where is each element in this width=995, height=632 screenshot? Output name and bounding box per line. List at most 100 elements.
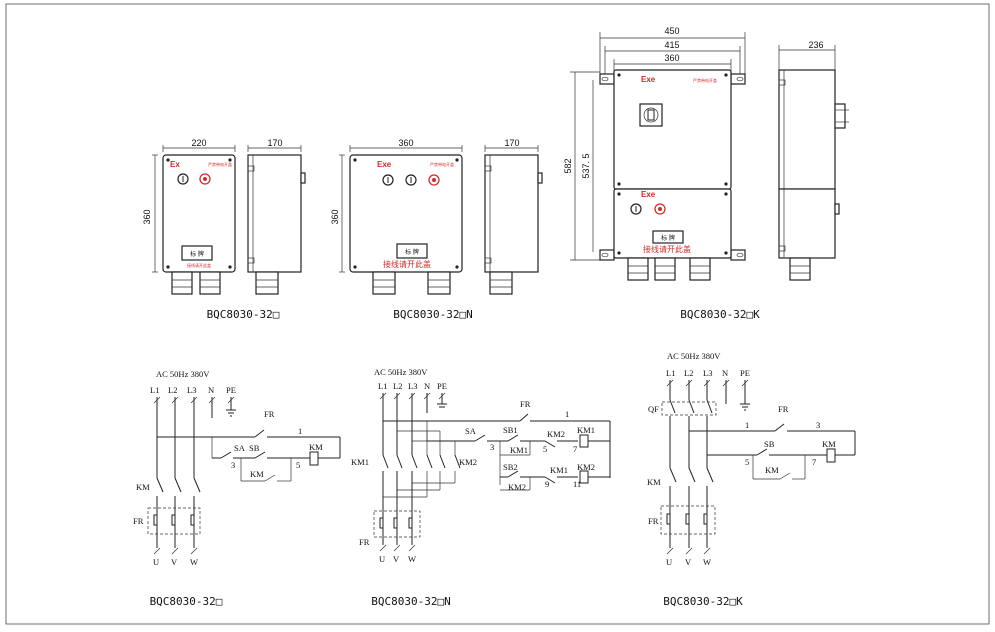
svg-text:170: 170 xyxy=(267,138,282,148)
model-label-n: BQC8030-32□N xyxy=(393,308,472,321)
svg-text:537. 5: 537. 5 xyxy=(581,153,591,178)
svg-text:5: 5 xyxy=(543,444,547,454)
svg-text:KM2: KM2 xyxy=(459,457,477,467)
breaker-handle-icon xyxy=(639,103,663,127)
svg-text:415: 415 xyxy=(664,40,679,50)
svg-text:1: 1 xyxy=(565,409,569,419)
svg-text:QF: QF xyxy=(648,404,659,414)
model-label-basic: BQC8030-32□ xyxy=(207,308,280,321)
circuit-label-basic: BQC8030-32□ xyxy=(150,595,223,608)
svg-text:标 牌: 标 牌 xyxy=(190,250,204,258)
dim-height-360: 360 xyxy=(142,209,152,224)
svg-text:接线请开此盖: 接线请开此盖 xyxy=(383,259,431,269)
svg-text:W: W xyxy=(408,554,416,564)
enclosure-basic-side: 170 xyxy=(247,138,306,295)
svg-text:V: V xyxy=(393,554,400,564)
svg-text:SB: SB xyxy=(764,439,775,449)
svg-text:SB: SB xyxy=(249,443,260,453)
svg-text:360: 360 xyxy=(664,53,679,63)
svg-text:严禁带电开盖: 严禁带电开盖 xyxy=(430,161,454,167)
svg-text:KM1: KM1 xyxy=(510,445,528,455)
svg-text:严禁带电开盖: 严禁带电开盖 xyxy=(208,161,232,167)
svg-text:U: U xyxy=(379,554,385,564)
svg-text:1: 1 xyxy=(745,420,749,430)
circuit-label-n: BQC8030-32□N xyxy=(371,595,450,608)
svg-text:KM: KM xyxy=(647,477,661,487)
circuit-k: AC 50Hz 380V L1 L2 L3 N PE QF FR 1 3 SB … xyxy=(647,351,856,567)
nameplate xyxy=(181,245,213,261)
svg-text:FR: FR xyxy=(648,516,659,526)
svg-text:7: 7 xyxy=(573,444,577,454)
svg-text:KM: KM xyxy=(822,439,836,449)
svg-text:KM2: KM2 xyxy=(508,482,526,492)
svg-text:FR: FR xyxy=(264,409,275,419)
svg-text:Exe: Exe xyxy=(377,160,392,169)
svg-text:3: 3 xyxy=(490,442,494,452)
model-label-k: BQC8030-32□K xyxy=(680,308,760,321)
svg-text:U: U xyxy=(666,557,672,567)
enclosure-n-front: 360 360 Exe 严禁带电开盖 标 牌 接线请开此盖 xyxy=(330,138,463,295)
nameplate xyxy=(652,230,684,244)
svg-text:标 牌: 标 牌 xyxy=(405,248,419,256)
svg-text:SB2: SB2 xyxy=(503,462,518,472)
svg-text:KM2: KM2 xyxy=(577,462,595,472)
svg-text:L3: L3 xyxy=(408,381,417,391)
cable-gland xyxy=(199,271,221,295)
svg-text:9: 9 xyxy=(545,479,549,489)
svg-text:236: 236 xyxy=(808,40,823,50)
enclosure-k-side: 236 xyxy=(778,40,849,281)
sheet-border xyxy=(5,3,990,625)
svg-text:N: N xyxy=(722,368,728,378)
svg-text:PE: PE xyxy=(740,368,750,378)
circuit-label-k: BQC8030-32□K xyxy=(663,595,743,608)
enclosure-n-side: 170 xyxy=(484,138,543,295)
svg-text:FR: FR xyxy=(359,537,370,547)
svg-text:3: 3 xyxy=(231,460,235,470)
svg-text:V: V xyxy=(685,557,692,567)
svg-text:SA: SA xyxy=(234,443,246,453)
svg-text:V: V xyxy=(171,557,178,567)
svg-text:L1: L1 xyxy=(666,368,675,378)
svg-text:5: 5 xyxy=(296,460,300,470)
svg-text:Exe: Exe xyxy=(641,75,656,84)
svg-text:Exe: Exe xyxy=(641,190,656,199)
svg-text:SA: SA xyxy=(465,426,477,436)
enclosure-basic-front: 220 360 Ex 严禁带电开盖 标 牌 接线请开此盖 xyxy=(142,138,236,295)
svg-text:N: N xyxy=(208,385,214,395)
svg-text:PE: PE xyxy=(437,381,447,391)
svg-text:KM: KM xyxy=(250,469,264,479)
svg-text:450: 450 xyxy=(664,26,679,36)
svg-text:SB1: SB1 xyxy=(503,425,518,435)
circuit-n: AC 50Hz 380V L1 L2 L3 N PE FR 1 SA 3 SB1… xyxy=(351,367,611,564)
svg-text:KM: KM xyxy=(309,442,323,452)
dim-width-220: 220 xyxy=(191,138,206,148)
svg-text:360: 360 xyxy=(398,138,413,148)
svg-text:L2: L2 xyxy=(168,385,177,395)
svg-text:L3: L3 xyxy=(703,368,712,378)
svg-text:N: N xyxy=(424,381,430,391)
svg-text:5: 5 xyxy=(745,457,749,467)
svg-text:接线请开此盖: 接线请开此盖 xyxy=(643,244,691,254)
svg-text:KM2: KM2 xyxy=(547,429,565,439)
svg-text:L2: L2 xyxy=(393,381,402,391)
svg-text:KM1: KM1 xyxy=(550,465,568,475)
svg-text:AC 50Hz 380V: AC 50Hz 380V xyxy=(374,367,428,377)
ex-mark: Ex xyxy=(170,160,180,169)
svg-text:W: W xyxy=(190,557,198,567)
svg-text:接线请开此盖: 接线请开此盖 xyxy=(187,262,211,268)
svg-text:KM1: KM1 xyxy=(577,425,595,435)
enclosure-k-front: 450 415 360 582 537. 5 Exe 严禁带电开盖 Exe 标 … xyxy=(563,26,746,281)
svg-text:KM: KM xyxy=(136,482,150,492)
svg-text:11: 11 xyxy=(573,479,581,489)
svg-text:AC 50Hz 380V: AC 50Hz 380V xyxy=(667,351,721,361)
svg-text:582: 582 xyxy=(563,158,573,173)
svg-text:FR: FR xyxy=(778,404,789,414)
svg-text:170: 170 xyxy=(504,138,519,148)
svg-text:L3: L3 xyxy=(187,385,196,395)
svg-text:严禁带电开盖: 严禁带电开盖 xyxy=(693,77,717,83)
svg-text:标 牌: 标 牌 xyxy=(661,234,675,242)
svg-text:1: 1 xyxy=(298,426,302,436)
svg-text:AC 50Hz 380V: AC 50Hz 380V xyxy=(156,369,210,379)
